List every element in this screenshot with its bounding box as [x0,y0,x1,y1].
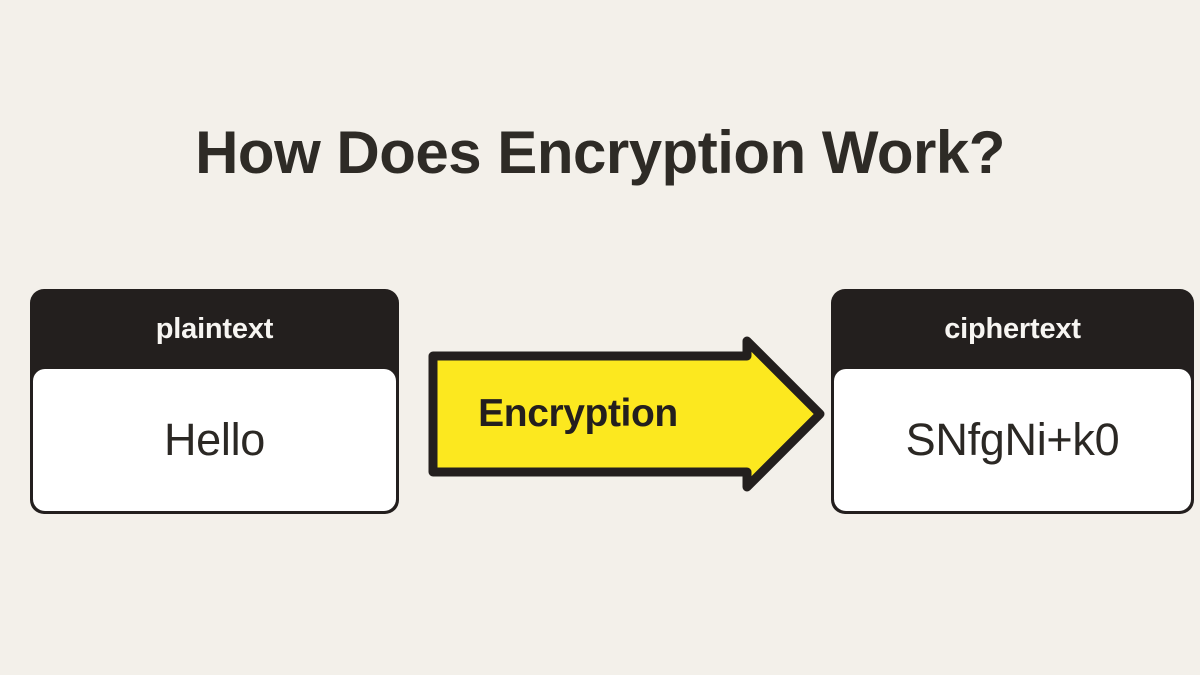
plaintext-card-header-label: plaintext [155,312,274,345]
ciphertext-card-header-label: ciphertext [944,312,1081,345]
right-block-arrow-icon [428,336,825,492]
ciphertext-card: ciphertext SNfgNi+k0 [831,289,1194,514]
ciphertext-card-body: SNfgNi+k0 [834,369,1191,511]
ciphertext-card-header: ciphertext [831,289,1194,369]
plaintext-card-body: Hello [33,369,396,511]
ciphertext-value: SNfgNi+k0 [905,414,1120,465]
plaintext-card-header: plaintext [30,289,399,369]
page-title: How Does Encryption Work? [195,119,1005,186]
encryption-arrow: Encryption [420,336,828,492]
plaintext-card: plaintext Hello [30,289,399,514]
plaintext-value: Hello [163,414,266,465]
